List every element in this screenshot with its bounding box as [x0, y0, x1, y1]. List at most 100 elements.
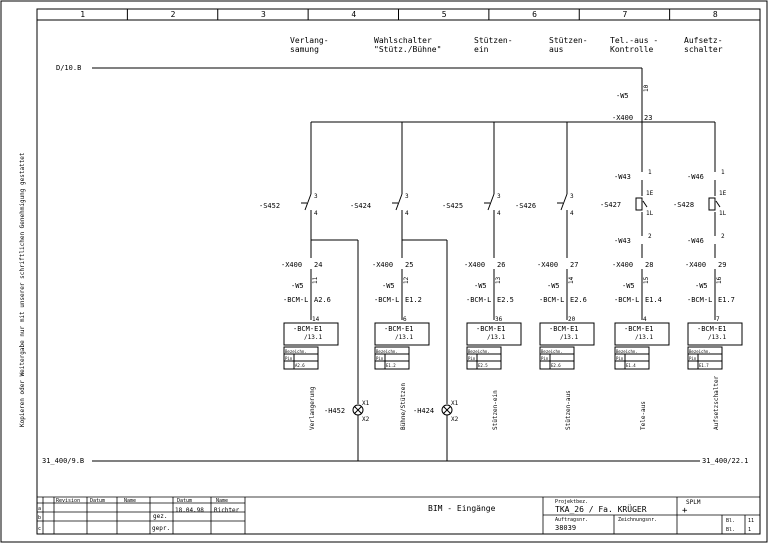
- cable-pin: 11: [312, 276, 319, 284]
- switch-contact: [304, 193, 312, 211]
- switch-label: -S427: [600, 201, 621, 209]
- switch-pin-top: 3: [497, 193, 501, 200]
- column-number-1: 1: [80, 10, 85, 19]
- switch-pin-top: 1E: [719, 190, 727, 197]
- cable-label: -W5: [695, 282, 708, 290]
- terminal-label: -X400: [685, 261, 706, 269]
- switch-contact: [487, 193, 495, 211]
- proximity-sensor-symbol: [635, 197, 643, 211]
- function-label: Aufsetzschalter: [713, 375, 720, 430]
- bcm-info-table: [374, 346, 410, 370]
- rev-header-datum: Datum: [90, 498, 105, 504]
- lamp-label: -H424: [413, 407, 434, 415]
- info-value: E1.4: [626, 363, 636, 368]
- bcm-module-box: [374, 322, 430, 346]
- header-1-line-1: Verlang-: [290, 36, 329, 45]
- cable-label: -W5: [474, 282, 487, 290]
- terminal-pin: 26: [497, 261, 505, 269]
- column-headers: Verlang- samung Wahlschalter "Stütz./Büh…: [290, 36, 723, 54]
- sheet-number: 11: [748, 518, 754, 524]
- bcm-module-ref: /13.1: [560, 334, 578, 341]
- bcm-input-ref: E2.6: [570, 296, 587, 304]
- header-3-line-1: Stützen-: [474, 36, 513, 45]
- switch-pin-top: 1E: [646, 190, 654, 197]
- lamp-label: -H452: [324, 407, 345, 415]
- lamp-pin-x2: X2: [451, 416, 459, 423]
- column-number-6: 6: [532, 10, 537, 19]
- function-label: Tele-aus: [640, 401, 647, 430]
- drawn-name: Richter: [214, 507, 240, 514]
- sheet-title: BIM - Eingänge: [428, 504, 496, 513]
- top-feed-x-label: -X400: [612, 114, 633, 122]
- terminal-pin: 27: [570, 261, 578, 269]
- company-logo: SPLM: [686, 499, 701, 506]
- bcm-module-ref: /13.1: [708, 334, 726, 341]
- bcm-input-ref: E1.2: [405, 296, 422, 304]
- switch-contact: [395, 193, 403, 211]
- switch-pin-bottom: 1L: [646, 210, 654, 217]
- bcm-module-box: [687, 322, 743, 346]
- header-6-line-1: Aufsetz-: [684, 36, 723, 45]
- inner-frame: [36, 8, 761, 535]
- bcm-module-name: -BCM-E1: [549, 325, 579, 333]
- project-name: TKA_26 / Fa. KRÜGER: [555, 504, 647, 514]
- sensor-mark: [715, 200, 721, 208]
- lamp-pin-x1: X1: [451, 400, 459, 407]
- bcm-module-ref: /13.1: [304, 334, 322, 341]
- row-b: b: [38, 515, 41, 521]
- switch-label: -S424: [350, 202, 371, 210]
- drawn-date: 18.04.98: [175, 507, 204, 514]
- cable-pin: 13: [495, 276, 502, 284]
- order-number: 38039: [555, 524, 576, 532]
- switch-pin-top: 3: [570, 193, 574, 200]
- header-5-line-1: Tel.-aus -: [610, 36, 658, 45]
- info-designation: Bezeichn.: [376, 349, 398, 354]
- info-pin: Pin: [541, 356, 549, 361]
- terminal-label: -X400: [281, 261, 302, 269]
- switch-label: -S425: [442, 202, 463, 210]
- info-value: A2.6: [295, 363, 305, 368]
- bcm-input-label: -BCM-L: [539, 296, 564, 304]
- terminal-label: -X400: [537, 261, 558, 269]
- top-feed-x-pin: 23: [644, 114, 652, 122]
- info-pin: Pin: [616, 356, 624, 361]
- column-number-2: 2: [171, 10, 176, 19]
- bcm-pin: 4: [643, 316, 647, 323]
- info-designation: Bezeichn.: [468, 349, 490, 354]
- top-feed-w-label: -W5: [616, 92, 629, 100]
- switch-pin-bottom: 4: [497, 210, 501, 217]
- cable-label: -W5: [382, 282, 395, 290]
- lamp-cross: [354, 406, 362, 414]
- sheet-count: 1: [748, 527, 751, 533]
- cable-label: -W5: [547, 282, 560, 290]
- drawing-number-header: Zeichnungsnr.: [618, 517, 657, 523]
- cable-pin: 12: [403, 276, 410, 284]
- bcm-pin: 6: [403, 316, 407, 323]
- header-1-line-2: samung: [290, 45, 319, 54]
- name-header: Name: [216, 498, 228, 504]
- switch-pin-top: 3: [314, 193, 318, 200]
- bcm-input-ref: A2.6: [314, 296, 331, 304]
- info-designation: Bezeichn.: [689, 349, 711, 354]
- sensor-cable-1-pin: 1: [721, 169, 725, 176]
- side-note: Kopieren oder Weitergabe nur mit unserer…: [19, 152, 26, 427]
- terminal-label: -X400: [464, 261, 485, 269]
- bcm-module-name: -BCM-E1: [476, 325, 506, 333]
- column-number-3: 3: [261, 10, 266, 19]
- plus-mark: +: [682, 506, 688, 516]
- bcm-input-label: -BCM-L: [614, 296, 639, 304]
- terminal-pin: 29: [718, 261, 726, 269]
- sensor-cable-1-pin: 1: [648, 169, 652, 176]
- cable-pin: 14: [568, 276, 575, 284]
- cable-label: -W5: [291, 282, 304, 290]
- bcm-pin: 36: [495, 316, 503, 323]
- title-block: [37, 496, 760, 534]
- row-a: a: [38, 506, 41, 512]
- sensor-cable-1-label: -W46: [687, 173, 704, 181]
